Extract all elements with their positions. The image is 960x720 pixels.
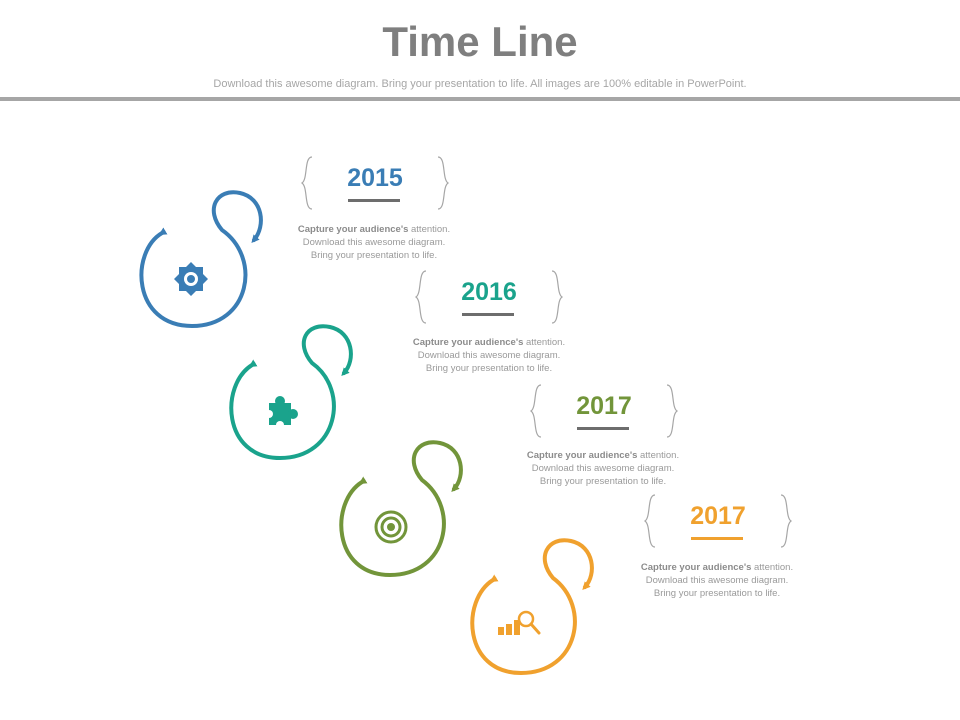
year-underline (462, 313, 514, 316)
desc-line: Download this awesome diagram. (531, 463, 675, 474)
header-divider (0, 97, 960, 101)
year-box-2017-a: 2017 (529, 383, 679, 439)
loop-2015 (139, 190, 263, 329)
year-label: 2017 (690, 502, 746, 530)
right-brace-icon (551, 270, 564, 324)
year-box-2016: 2016 (414, 269, 564, 325)
description-2015: Capture your audience's attention. Downl… (264, 223, 484, 262)
right-brace-icon (666, 384, 679, 438)
desc-line: Download this awesome diagram. (302, 237, 446, 248)
desc-bold: Capture your audience's (297, 224, 409, 235)
desc-rest: attention. (523, 337, 566, 348)
bar-chart-magnifier-icon (498, 610, 541, 635)
desc-bold: Capture your audience's (640, 562, 752, 573)
desc-bold: Capture your audience's (412, 337, 524, 348)
puzzle-icon (265, 396, 298, 429)
desc-bold: Capture your audience's (526, 450, 638, 461)
left-brace-icon (643, 494, 656, 548)
target-icon (374, 510, 408, 544)
page-title: Time Line (382, 18, 578, 65)
gear-icon (174, 262, 208, 296)
description-2016: Capture your audience's attention. Downl… (379, 336, 599, 375)
loop-2017-b (470, 538, 594, 676)
loop-2016 (229, 324, 353, 461)
desc-line: Download this awesome diagram. (417, 350, 561, 361)
year-label: 2015 (347, 164, 403, 192)
desc-line: Bring your presentation to life. (539, 476, 667, 487)
year-label: 2017 (576, 392, 632, 420)
year-box-2017-b: 2017 (643, 493, 793, 549)
description-2017-a: Capture your audience's attention. Downl… (493, 449, 713, 488)
desc-line: Bring your presentation to life. (425, 363, 553, 374)
desc-rest: attention. (408, 224, 451, 235)
year-box-2015: 2015 (300, 155, 450, 211)
year-underline (577, 427, 629, 430)
left-brace-icon (300, 156, 313, 210)
loop-2017-a (339, 440, 463, 578)
year-label: 2016 (461, 278, 517, 306)
left-brace-icon (529, 384, 542, 438)
year-underline (348, 199, 400, 202)
right-brace-icon (780, 494, 793, 548)
desc-line: Download this awesome diagram. (645, 575, 789, 586)
left-brace-icon (414, 270, 427, 324)
desc-rest: attention. (751, 562, 794, 573)
year-underline (691, 537, 743, 540)
desc-line: Bring your presentation to life. (310, 250, 438, 261)
page-subtitle: Download this awesome diagram. Bring you… (213, 78, 747, 90)
desc-line: Bring your presentation to life. (653, 588, 781, 599)
right-brace-icon (437, 156, 450, 210)
description-2017-b: Capture your audience's attention. Downl… (607, 561, 827, 600)
desc-rest: attention. (637, 450, 680, 461)
